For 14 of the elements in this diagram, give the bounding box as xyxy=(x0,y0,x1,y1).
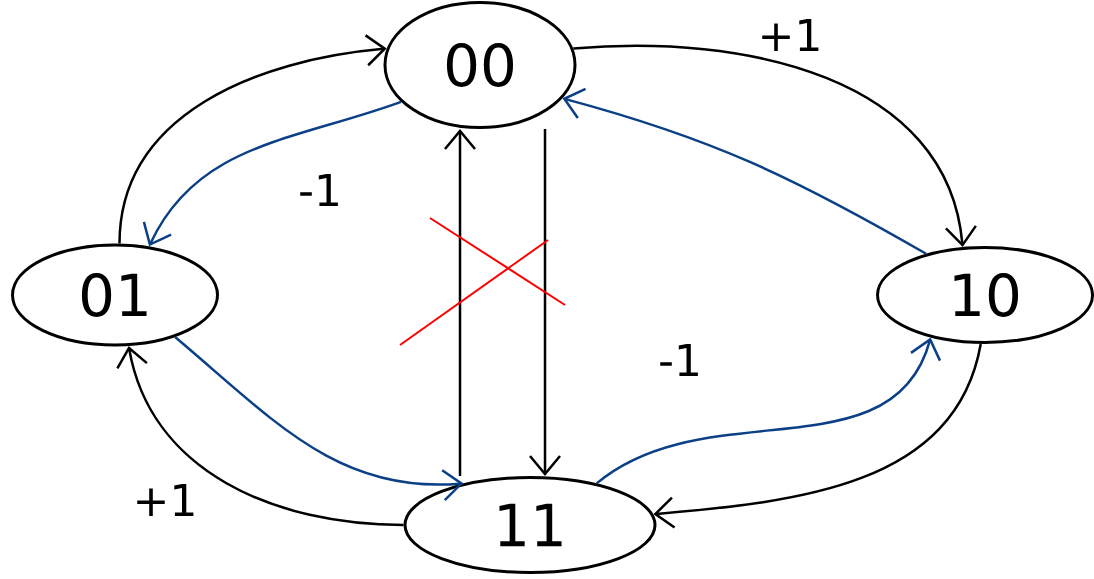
arrow xyxy=(116,346,404,527)
edge-label: -1 xyxy=(656,341,704,379)
arrow xyxy=(118,34,387,244)
arrow xyxy=(142,100,402,247)
edge-label: -1 xyxy=(296,171,344,209)
edge-label: +1 xyxy=(130,481,200,519)
arrow xyxy=(444,129,476,476)
arrow xyxy=(653,343,982,529)
arrow xyxy=(595,337,942,485)
arrow xyxy=(573,44,977,248)
arrow xyxy=(174,336,464,501)
arrow xyxy=(529,129,561,476)
edge-label: +1 xyxy=(755,16,825,54)
arrow xyxy=(562,87,927,255)
